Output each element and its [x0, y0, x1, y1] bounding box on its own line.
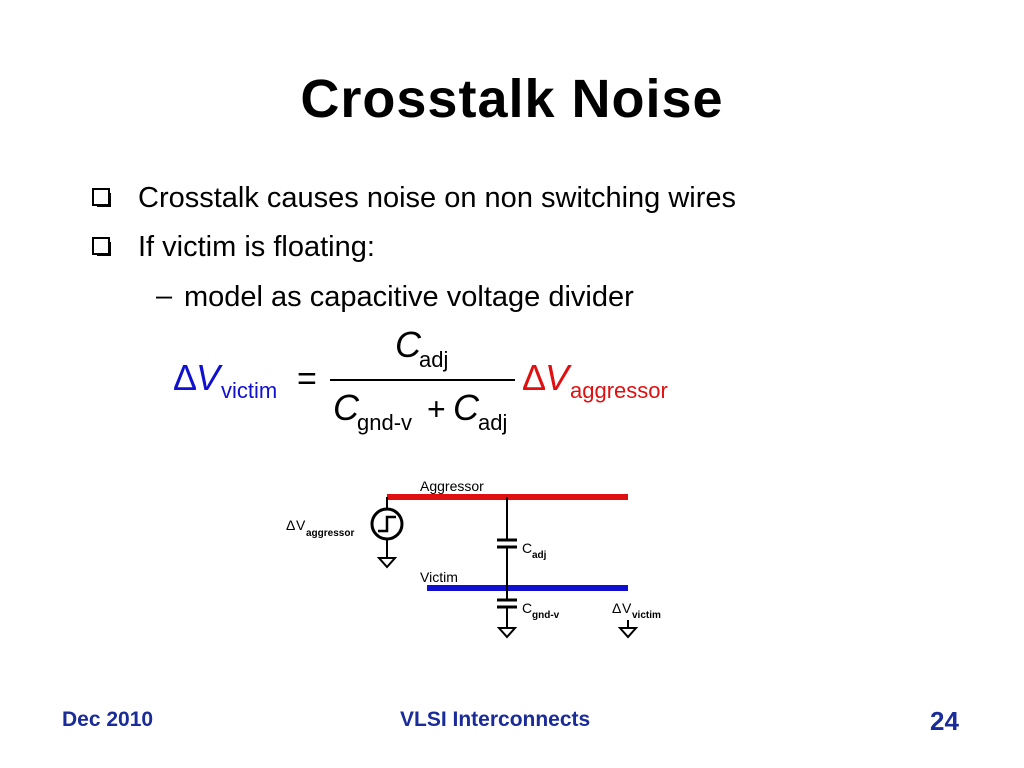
ground-icon — [376, 557, 398, 569]
denominator-var-2: C — [453, 387, 480, 428]
equals-sign: = — [297, 360, 317, 398]
lhs-var: V — [196, 357, 223, 398]
cadj-main: C — [522, 540, 532, 556]
victim-sub: victim — [632, 610, 661, 621]
sub-bullet-marker: – — [156, 280, 173, 312]
source-delta: Δ — [286, 517, 295, 533]
source-sub: aggressor — [306, 528, 354, 539]
cgnd-main: C — [522, 600, 532, 616]
lhs-delta: Δ — [173, 357, 197, 398]
source-main: V — [296, 517, 306, 533]
footer-course: VLSI Interconnects — [400, 708, 591, 731]
denominator-var-1: C — [333, 387, 360, 428]
denominator-sub-2: adj — [478, 410, 507, 435]
numerator-var: C — [395, 324, 422, 365]
crosstalk-circuit-diagram: Aggressor Victim Δ V aggressor C adj C g… — [286, 478, 661, 639]
ground-icon — [496, 627, 518, 639]
cgnd-sub: gnd-v — [532, 610, 560, 621]
rhs-var: V — [545, 357, 572, 398]
bullet-text: If victim is floating: — [138, 231, 375, 263]
ground-icon — [617, 627, 639, 639]
denominator-sub-1: gnd-v — [357, 410, 412, 435]
plus-sign: + — [427, 391, 446, 427]
bullet-text: Crosstalk causes noise on non switching … — [138, 182, 736, 214]
rhs-delta: Δ — [522, 357, 546, 398]
sub-bullet-text: model as capacitive voltage divider — [184, 281, 634, 313]
page-number: 24 — [930, 706, 959, 736]
footer-date: Dec 2010 — [62, 708, 154, 731]
rhs-sub: aggressor — [570, 378, 668, 403]
aggressor-label: Aggressor — [420, 478, 484, 494]
slide-title: Crosstalk Noise — [300, 69, 724, 129]
numerator-sub: adj — [419, 347, 448, 372]
cadj-sub: adj — [532, 550, 547, 561]
lhs-sub: victim — [221, 378, 277, 403]
victim-delta: Δ — [612, 600, 621, 616]
victim-main: V — [622, 600, 632, 616]
checkbox-bullet-icon — [92, 237, 111, 256]
checkbox-bullet-icon — [92, 188, 111, 207]
victim-label: Victim — [420, 569, 458, 585]
